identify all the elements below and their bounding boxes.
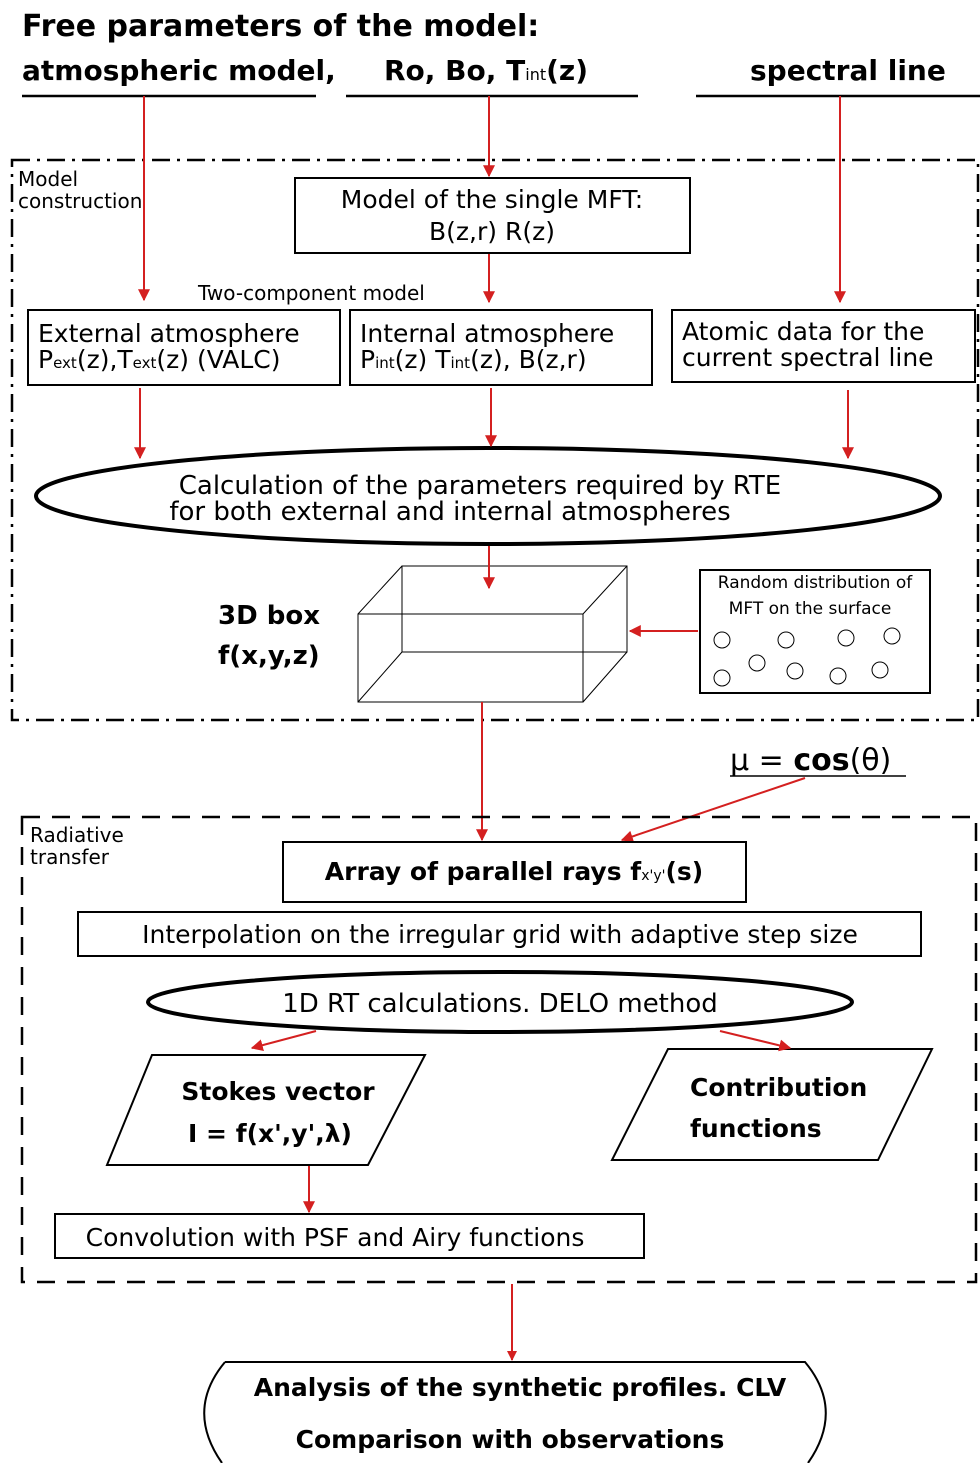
model-construction-arrows <box>134 96 854 842</box>
contribution-functions-shape <box>610 1048 934 1161</box>
box3d-label: 3D box <box>218 601 320 631</box>
mft-distribution-circles <box>713 627 901 687</box>
box3d-formula: f(x,y,z) <box>218 641 320 671</box>
external-atmosphere-formula: Pext(z),Text(z) (VALC) <box>38 345 280 374</box>
radiative-transfer-arrows <box>250 1030 792 1361</box>
two-component-label: Two-component model <box>197 281 425 305</box>
internal-atmosphere-box <box>349 309 653 386</box>
atomic-data-line2: current spectral line <box>682 343 934 372</box>
param-ro-bo-tint: Ro, Bo, Tint(z) <box>384 54 588 87</box>
header-title: Free parameters of the model: <box>22 9 539 44</box>
internal-atmosphere-formula: Pint(z) Tint(z), B(z,r) <box>360 345 587 374</box>
internal-atmosphere-title: Internal atmosphere <box>360 319 614 348</box>
stokes-vector-title: Stokes vector <box>181 1077 375 1106</box>
mu-arrow <box>620 777 806 843</box>
single-mft-box <box>294 177 691 254</box>
rt-calculation-ellipse <box>146 970 854 1034</box>
param-atmospheric-model: atmospheric model, <box>22 54 336 87</box>
parallel-rays-box <box>282 841 747 903</box>
rt-calculation-text: 1D RT calculations. DELO method <box>282 989 718 1019</box>
convolution-text: Convolution with PSF and Airy functions <box>86 1223 585 1252</box>
box3d-wireframe <box>357 565 628 703</box>
analysis-line1: Analysis of the synthetic profiles. CLV <box>254 1373 787 1402</box>
interpolation-box <box>77 911 922 957</box>
single-mft-title: Model of the single MFT: <box>341 185 643 214</box>
stokes-vector-formula: I = f(x',y',λ) <box>188 1119 352 1148</box>
parallel-rays-text: Array of parallel rays fx'y'(s) <box>325 857 703 886</box>
radiative-transfer-label: Radiative transfer <box>30 823 130 869</box>
rte-calculation-ellipse <box>34 446 942 546</box>
single-mft-formula: B(z,r) R(z) <box>429 217 555 246</box>
rte-calculation-line1: Calculation of the parameters required b… <box>179 471 781 501</box>
mu-cos-theta: μ = cos(θ) <box>730 743 891 778</box>
model-construction-label: Model construction <box>18 167 142 213</box>
random-distribution-line2: MFT on the surface <box>729 599 892 619</box>
contribution-functions-line2: functions <box>690 1114 822 1143</box>
atomic-data-box <box>671 309 976 383</box>
analysis-line2: Comparison with observations <box>296 1425 725 1454</box>
stokes-vector-shape <box>105 1054 427 1166</box>
external-atmosphere-box <box>27 309 341 386</box>
radiative-transfer-frame <box>20 815 978 1284</box>
model-construction-frame <box>10 158 980 722</box>
convolution-box <box>54 1213 645 1259</box>
contribution-functions-line1: Contribution <box>690 1073 867 1102</box>
interpolation-text: Interpolation on the irregular grid with… <box>142 920 858 949</box>
atomic-data-line1: Atomic data for the <box>682 317 924 346</box>
analysis-shape <box>203 1361 827 1463</box>
random-distribution-line1: Random distribution of <box>718 573 913 593</box>
rte-calculation-line2: for both external and internal atmospher… <box>169 497 730 527</box>
param-spectral-line: spectral line <box>750 54 946 87</box>
external-atmosphere-title: External atmosphere <box>38 319 300 348</box>
